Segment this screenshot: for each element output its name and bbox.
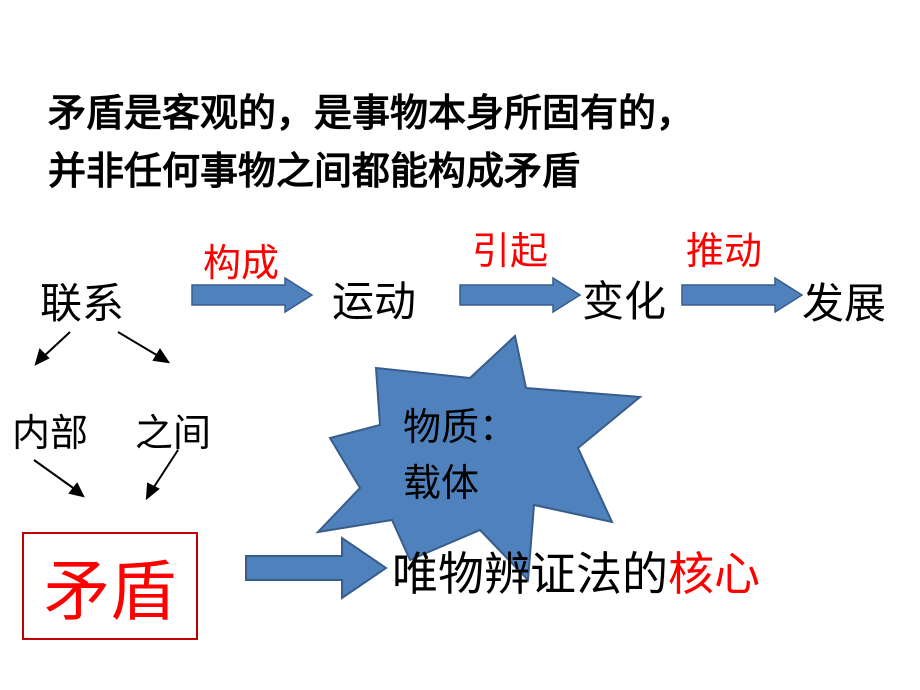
branch-line-right [117,331,161,358]
branch-arrowhead-left [34,348,50,366]
statement-line-2: 并非任何事物之间都能构成矛盾 [48,149,581,193]
burst-shape [315,334,643,583]
arrow-bianhua-fazhan [681,276,804,314]
core-note-prefix: 唯物辨证法的 [392,547,668,601]
node-yundong: 运动 [332,277,417,326]
node-bianhua: 变化 [582,277,667,326]
merge-arrowhead-right [145,482,160,501]
merge-line-left [33,459,77,491]
arrow-label-goucheng: 构成 [203,241,280,285]
node-fazhan: 发展 [802,279,887,328]
arrow-yundong-bianhua [459,276,582,314]
branch-arrowhead-right [152,348,171,364]
node-lianxi: 联系 [40,279,125,328]
core-term: 矛盾 [44,553,176,630]
branch-line-left [41,331,71,359]
core-arrow [245,536,388,600]
arrow-label-tuidong: 推动 [686,229,763,273]
core-note: 唯物辨证法的核心 [392,538,760,604]
split-neibu: 内部 [12,411,89,455]
merge-arrowhead-left [68,482,85,498]
arrow-label-yinqi: 引起 [472,229,549,273]
core-note-highlight: 核心 [668,547,760,601]
merge-line-right [151,449,179,491]
statement-line-1: 矛盾是客观的，是事物本身所固有的， [48,91,695,135]
core-box: 矛盾 [22,532,198,640]
burst-line-2: 载体 [403,461,480,505]
arrow-lianxi-yundong [191,276,314,314]
burst-line-1: 物质： [403,405,518,449]
split-zhijian: 之间 [135,411,212,455]
